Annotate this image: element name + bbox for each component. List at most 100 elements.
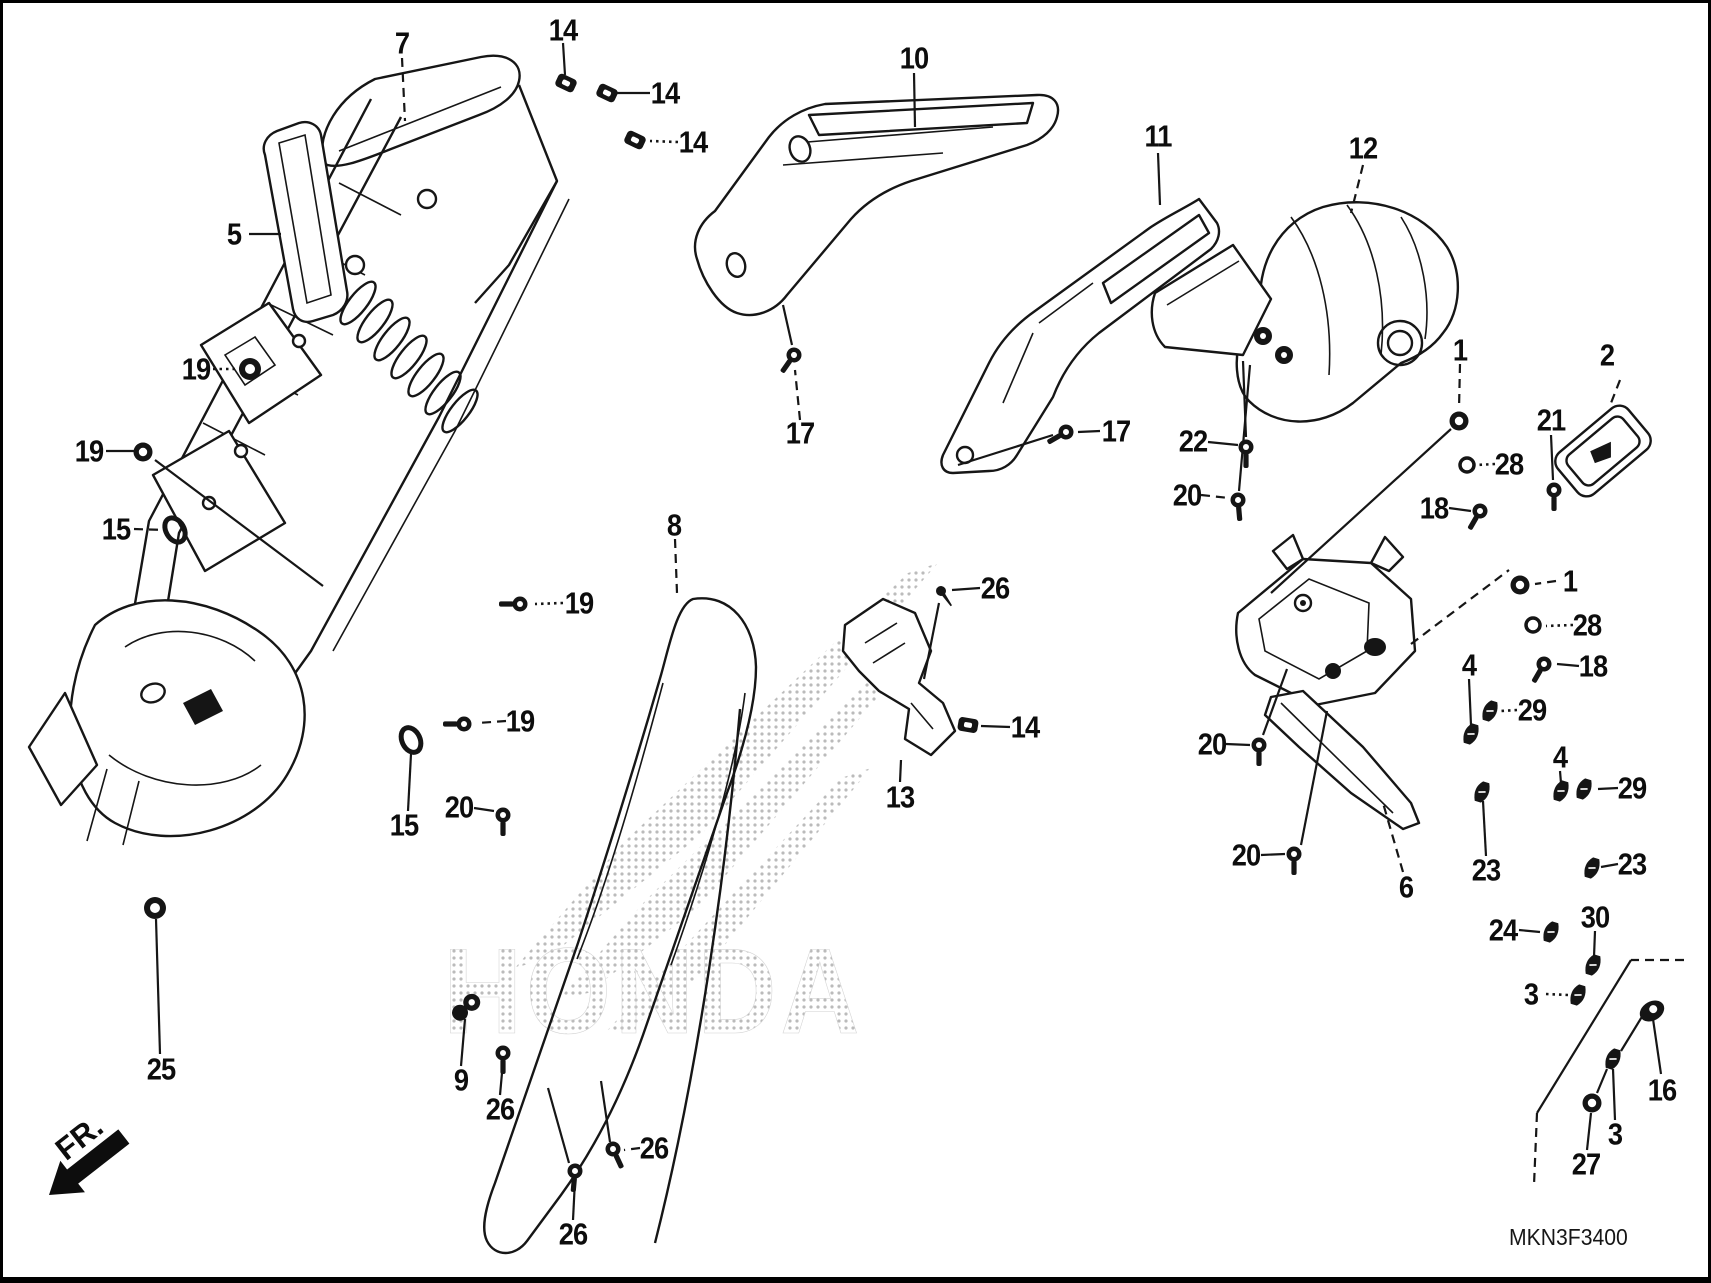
part-6-bracket [1235, 533, 1421, 831]
callout-28: 28 [1494, 446, 1524, 482]
callout-17: 17 [785, 415, 815, 451]
leader-line [1381, 802, 1405, 873]
leader-line [1260, 852, 1286, 857]
callout-22: 22 [1178, 423, 1208, 459]
callout-19: 19 [181, 351, 211, 387]
leader-line [154, 918, 162, 1055]
leader-lines [106, 42, 1663, 1221]
callout-30: 30 [1580, 899, 1610, 935]
leader-line [980, 724, 1011, 729]
fastener-bolt-icon [1546, 482, 1562, 511]
leader-line [1467, 678, 1473, 726]
fastener-rubber-icon [957, 717, 979, 733]
leader-line [133, 527, 166, 532]
fastener-washer-icon [1524, 616, 1542, 634]
fastener-nut-icon [1449, 411, 1469, 431]
callout-7: 7 [394, 25, 410, 61]
fr-arrow-icon [49, 1129, 130, 1195]
callout-10: 10 [899, 40, 929, 76]
callout-3: 3 [1607, 1116, 1623, 1152]
callout-14: 14 [1010, 709, 1040, 745]
callout-26: 26 [485, 1091, 515, 1127]
callout-29: 29 [1617, 770, 1647, 806]
leader-line [1585, 1112, 1593, 1151]
part-2-reflector [1554, 404, 1652, 498]
fastener-oring-icon [162, 515, 188, 545]
fastener-bolt-icon [1047, 424, 1074, 445]
fastener-clip-icon [1482, 700, 1498, 722]
callout-23: 23 [1617, 846, 1647, 882]
leader-line [1448, 506, 1472, 513]
part-5-rubber-strip [262, 121, 349, 323]
callout-9: 9 [453, 1062, 469, 1098]
callout-24: 24 [1488, 912, 1518, 948]
leader-line [1225, 742, 1251, 747]
plate-bracket-boundary [1532, 958, 1684, 1186]
callout-17: 17 [1101, 413, 1131, 449]
leader-line [1534, 579, 1557, 586]
fastener-clip-icon [1474, 781, 1490, 803]
fasteners [133, 73, 1665, 1192]
fastener-bolt-icon [1467, 503, 1488, 530]
leader-line [1556, 662, 1580, 668]
fastener-bolt-icon [1286, 846, 1302, 875]
callout-14: 14 [650, 75, 680, 111]
callout-18: 18 [1419, 490, 1449, 526]
leader-line [951, 586, 981, 592]
callout-15: 15 [389, 807, 419, 843]
leader-line [793, 369, 802, 421]
shock-spring [339, 280, 479, 434]
honda-watermark: HONDA [443, 563, 938, 1059]
callout-20: 20 [1231, 837, 1261, 873]
part-12-rear-fender-b [1150, 201, 1459, 423]
leader-line [649, 139, 679, 144]
leader-line [546, 1087, 571, 1164]
callout-1: 1 [1562, 563, 1578, 599]
callout-21: 21 [1536, 402, 1566, 438]
callout-20: 20 [1172, 477, 1202, 513]
leader-line [1349, 164, 1365, 214]
watermark-text: HONDA [443, 923, 863, 1059]
fastener-grommet-icon [144, 897, 166, 919]
fastener-grommet-icon [239, 358, 261, 380]
callout-20: 20 [444, 789, 474, 825]
callout-29: 29 [1517, 692, 1547, 728]
leader-line [1595, 1068, 1609, 1094]
leader-line [623, 1146, 641, 1152]
leader-line [1545, 623, 1574, 628]
leader-line [400, 57, 407, 122]
part-10-stay [693, 93, 1060, 317]
callout-5: 5 [226, 216, 242, 252]
fastener-clip-icon [1570, 984, 1586, 1006]
leader-line [154, 459, 324, 587]
fastener-bolt-icon [1238, 439, 1254, 468]
callout-26: 26 [639, 1130, 669, 1166]
callout-11: 11 [1144, 118, 1172, 154]
fastener-bolt-icon [780, 347, 802, 373]
fastener-clip16-icon [1639, 1000, 1665, 1022]
callout-20: 20 [1197, 726, 1227, 762]
leader-line [922, 602, 941, 680]
callout-14: 14 [548, 12, 578, 48]
diagram-code: MKN3F3400 [1509, 1224, 1628, 1250]
fastener-bolt-icon [495, 1045, 511, 1074]
fastener-clip-icon [1584, 857, 1600, 879]
leader-line [1597, 786, 1619, 791]
leader-line [1261, 668, 1289, 736]
fastener-rubber-icon [624, 130, 646, 150]
leader-line [1592, 930, 1597, 958]
leader-line [1200, 493, 1230, 500]
callout-6: 6 [1398, 869, 1414, 905]
leader-line [1620, 1014, 1644, 1052]
fastener-screw-icon [936, 586, 952, 607]
fr-direction-indicator: FR. [49, 1109, 130, 1195]
callout-16: 16 [1647, 1072, 1677, 1108]
callout-2: 2 [1599, 337, 1615, 373]
leader-line [1518, 928, 1541, 934]
leader-line [1611, 1068, 1617, 1121]
exploded-view-drawing: HONDA [27, 42, 1684, 1255]
fastener-bolt-icon [1531, 656, 1552, 683]
leader-line [1481, 800, 1488, 857]
leader-line [1500, 708, 1518, 713]
